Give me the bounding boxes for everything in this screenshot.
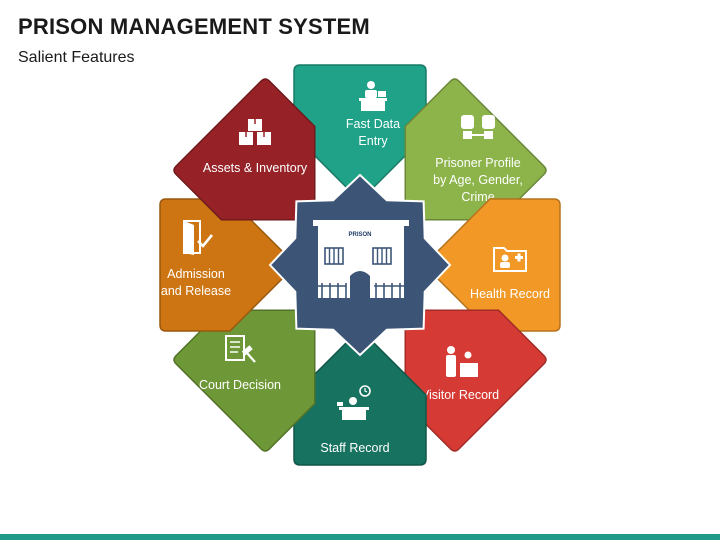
feature-label-court-decision: Court Decision <box>199 378 281 392</box>
staff-desk-clock-icon <box>337 385 371 420</box>
feature-segment-court-decision <box>173 309 316 452</box>
prison-building-icon: PRISON <box>312 220 409 300</box>
stacked-boxes-icon <box>239 119 271 145</box>
desk-worker-icon <box>359 81 387 111</box>
feature-label-fast-data-entry: Fast Data <box>346 117 400 131</box>
feature-admission-release: Admission and Release <box>159 198 298 332</box>
feature-prisoner-profile: Prisoner Profile by Age, Gender, Crime <box>404 78 547 221</box>
feature-segment-staff-record <box>293 327 427 466</box>
prison-sign: PRISON <box>348 232 371 238</box>
feature-visitor-record: Visitor Record <box>404 309 547 452</box>
feature-staff-record: Staff Record <box>293 327 427 466</box>
visitor-desk-icon <box>446 346 478 377</box>
feature-label-prisoner-profile: Crime <box>461 190 494 204</box>
feature-label-prisoner-profile: by Age, Gender, <box>433 173 523 187</box>
feature-health-record: Health Record <box>422 198 561 332</box>
handcuffed-fists-icon <box>461 115 495 139</box>
door-check-icon <box>183 220 214 255</box>
page-title: PRISON MANAGEMENT SYSTEM <box>18 14 370 39</box>
gavel-document-icon <box>225 335 256 363</box>
page-subtitle: Salient Features <box>18 49 135 66</box>
feature-court-decision: Court Decision <box>173 309 316 452</box>
feature-segment-assets-inventory <box>173 78 316 221</box>
feature-label-assets-inventory: Assets & Inventory <box>203 161 308 175</box>
feature-label-fast-data-entry: Entry <box>358 134 388 148</box>
feature-label-visitor-record: Visitor Record <box>421 388 499 402</box>
feature-label-staff-record: Staff Record <box>320 441 389 455</box>
feature-assets-inventory: Assets & Inventory <box>173 78 316 221</box>
medical-folder-icon <box>493 247 527 272</box>
feature-segment-visitor-record <box>404 309 547 452</box>
feature-segment-prisoner-profile <box>404 78 547 221</box>
feature-segment-health-record <box>422 198 561 332</box>
feature-segment-fast-data-entry <box>293 64 427 203</box>
feature-label-admission-release: and Release <box>161 284 231 298</box>
feature-label-health-record: Health Record <box>470 287 550 301</box>
feature-label-prisoner-profile: Prisoner Profile <box>435 156 520 170</box>
footer-bar <box>0 534 720 540</box>
feature-label-admission-release: Admission <box>167 267 225 281</box>
